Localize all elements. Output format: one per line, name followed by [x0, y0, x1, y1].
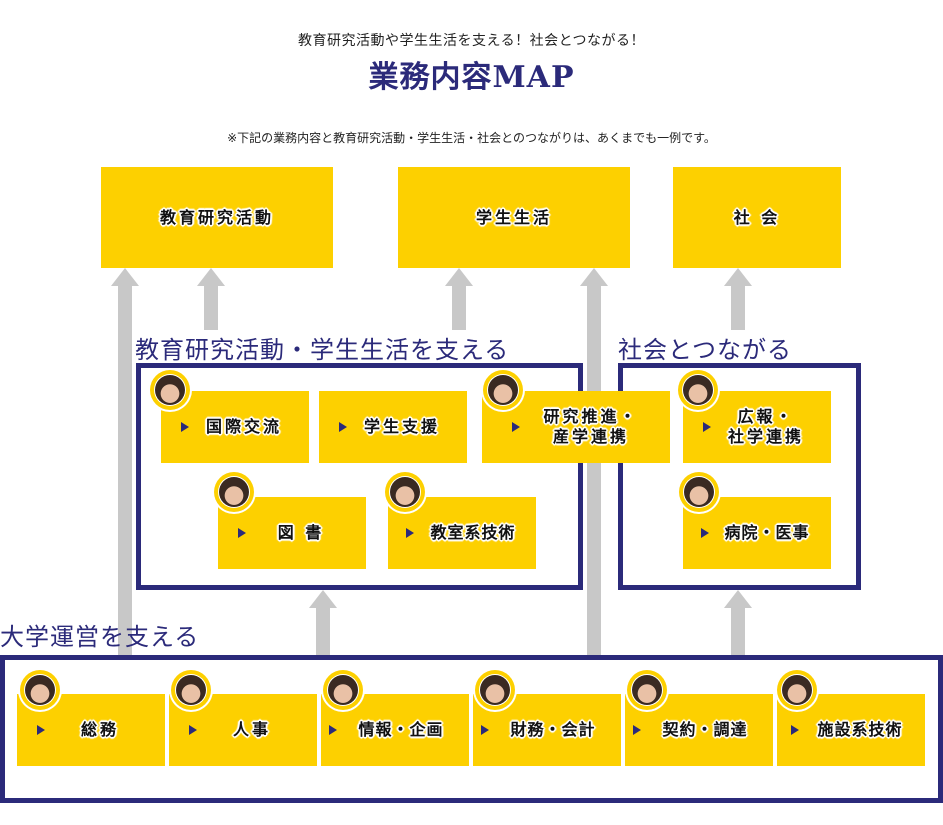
play-triangle-icon: [633, 725, 641, 735]
play-triangle-icon: [339, 422, 347, 432]
card-label: 国際交流: [205, 417, 282, 436]
staff-avatar: [385, 472, 425, 512]
staff-avatar: [777, 670, 817, 710]
card-label: 施設系技術: [817, 720, 903, 739]
play-triangle-icon: [791, 725, 799, 735]
staff-avatar: [483, 370, 523, 410]
arrow-head: [111, 268, 139, 286]
play-triangle-icon: [181, 422, 189, 432]
play-triangle-icon: [329, 725, 337, 735]
card-student-support[interactable]: 学生支援: [319, 391, 467, 463]
card-general-affairs[interactable]: 総務: [17, 694, 165, 766]
arrow-head: [445, 268, 473, 286]
staff-avatar: [214, 472, 254, 512]
map-subtitle: 教育研究活動や学生生活を支える！社会とつながる！: [297, 33, 646, 49]
play-triangle-icon: [701, 528, 709, 538]
arrow-head: [197, 268, 225, 286]
staff-avatar: [150, 370, 190, 410]
disclaimer-note: ※下記の業務内容と教育研究活動・学生生活・社会とのつながりは、あくまでも一例です…: [227, 131, 716, 145]
card-label: 教室系技術: [430, 523, 516, 542]
frame-connect-society: [618, 363, 861, 590]
card-label: 研究推進・ 産学連携: [543, 407, 639, 446]
play-triangle-icon: [406, 528, 414, 538]
card-label: 人事: [232, 720, 271, 739]
staff-avatar: [323, 670, 363, 710]
arrow-head: [724, 268, 752, 286]
play-triangle-icon: [37, 725, 45, 735]
staff-avatar: [20, 670, 60, 710]
arrow-head: [724, 590, 752, 608]
staff-avatar: [171, 670, 211, 710]
play-triangle-icon: [189, 725, 197, 735]
arrow-shaft: [587, 285, 601, 657]
target-label: 学生生活: [475, 207, 552, 227]
section-label-support-education: 教育研究活動・学生生活を支える: [135, 330, 514, 365]
target-education-research[interactable]: 教育研究活動: [101, 167, 333, 268]
card-label: 財務・会計: [510, 720, 596, 739]
arrow-head: [580, 268, 608, 286]
arrow-shaft: [731, 607, 745, 657]
card-research-promotion[interactable]: 研究推進・ 産学連携: [482, 391, 670, 463]
target-label: 教育研究活動: [159, 207, 274, 227]
target-student-life[interactable]: 学生生活: [398, 167, 630, 268]
card-label: 図 書: [277, 523, 325, 542]
staff-avatar: [678, 370, 718, 410]
staff-avatar: [627, 670, 667, 710]
card-label: 総務: [80, 720, 119, 739]
play-triangle-icon: [238, 528, 246, 538]
arrow-shaft: [316, 607, 330, 657]
card-label: 広報・ 社学連携: [727, 407, 804, 446]
arrow-head: [309, 590, 337, 608]
section-label-support-university: 大学運営を支える: [0, 623, 200, 651]
card-label: 情報・企画: [358, 720, 444, 739]
play-triangle-icon: [481, 725, 489, 735]
page-title: 業務内容MAP: [368, 60, 575, 95]
arrow-shaft: [118, 285, 132, 657]
frame-support-university: [0, 655, 943, 803]
card-international-exchange[interactable]: 国際交流: [161, 391, 309, 463]
play-triangle-icon: [703, 422, 711, 432]
section-label-connect-society: 社会とつながる: [618, 330, 793, 365]
staff-avatar: [475, 670, 515, 710]
frame-support-education: [136, 363, 583, 590]
play-triangle-icon: [512, 422, 520, 432]
staff-avatar: [679, 472, 719, 512]
target-society[interactable]: 社 会: [673, 167, 841, 268]
card-library[interactable]: 図 書: [218, 497, 366, 569]
card-label: 学生支援: [363, 417, 440, 436]
target-label: 社 会: [733, 207, 781, 227]
card-label: 病院・医事: [724, 523, 810, 542]
card-label: 契約・調達: [662, 720, 748, 739]
